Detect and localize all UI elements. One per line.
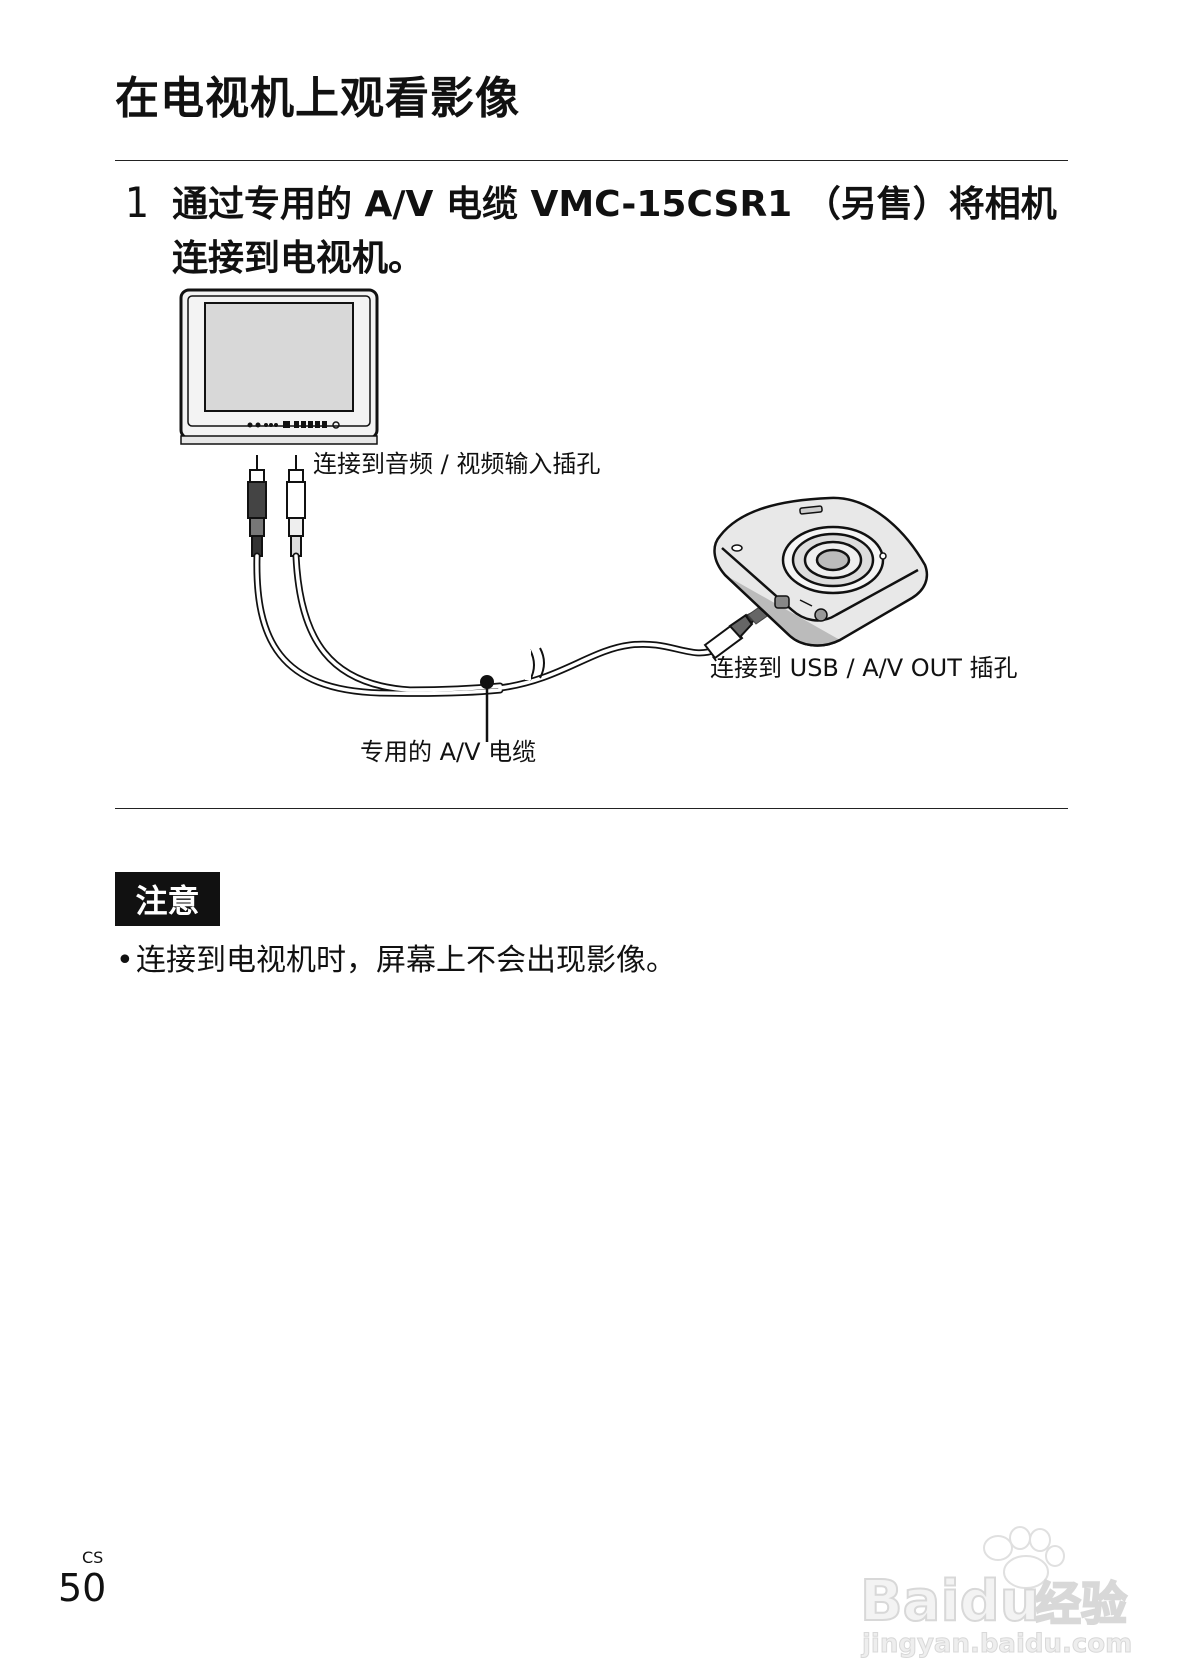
rca-plugs	[247, 455, 306, 557]
bullet: •	[116, 943, 134, 978]
page-title: 在电视机上观看影像	[115, 73, 520, 124]
multi-connector	[703, 610, 759, 660]
connection-diagram: 连接到音频 / 视频输入插孔 连接到 USB / A/V OUT 插孔 专用的 …	[179, 288, 1018, 766]
bottom-divider	[115, 808, 1068, 809]
note-item: •连接到电视机时，屏幕上不会出现影像。	[116, 935, 676, 979]
cable	[253, 552, 719, 697]
note-badge: 注意	[115, 872, 220, 926]
label-av-cable: 专用的 A/V 电缆	[360, 738, 536, 766]
label-tv-input: 连接到音频 / 视频输入插孔	[313, 450, 600, 478]
note-text: 连接到电视机时，屏幕上不会出现影像。	[136, 943, 676, 978]
tv-illustration	[179, 288, 379, 445]
watermark-suffix: 经验	[1035, 1577, 1127, 1631]
step-number: 1	[125, 178, 150, 227]
label-usb-port: 连接到 USB / A/V OUT 插孔	[710, 654, 1018, 682]
camera-illustration	[713, 496, 929, 647]
page-number: 50	[58, 1566, 107, 1610]
watermark-brand: Baidu	[860, 1569, 1040, 1634]
step-instruction: 通过专用的 A/V 电缆 VMC-15CSR1 （另售）将相机连接到电视机。	[172, 184, 1057, 279]
baidu-jingyan-watermark: Baidu 经验 jingyan.baidu.com	[859, 1526, 1133, 1660]
top-divider	[115, 160, 1068, 161]
page-language: CS	[82, 1548, 104, 1567]
watermark-url: jingyan.baidu.com	[861, 1629, 1132, 1659]
